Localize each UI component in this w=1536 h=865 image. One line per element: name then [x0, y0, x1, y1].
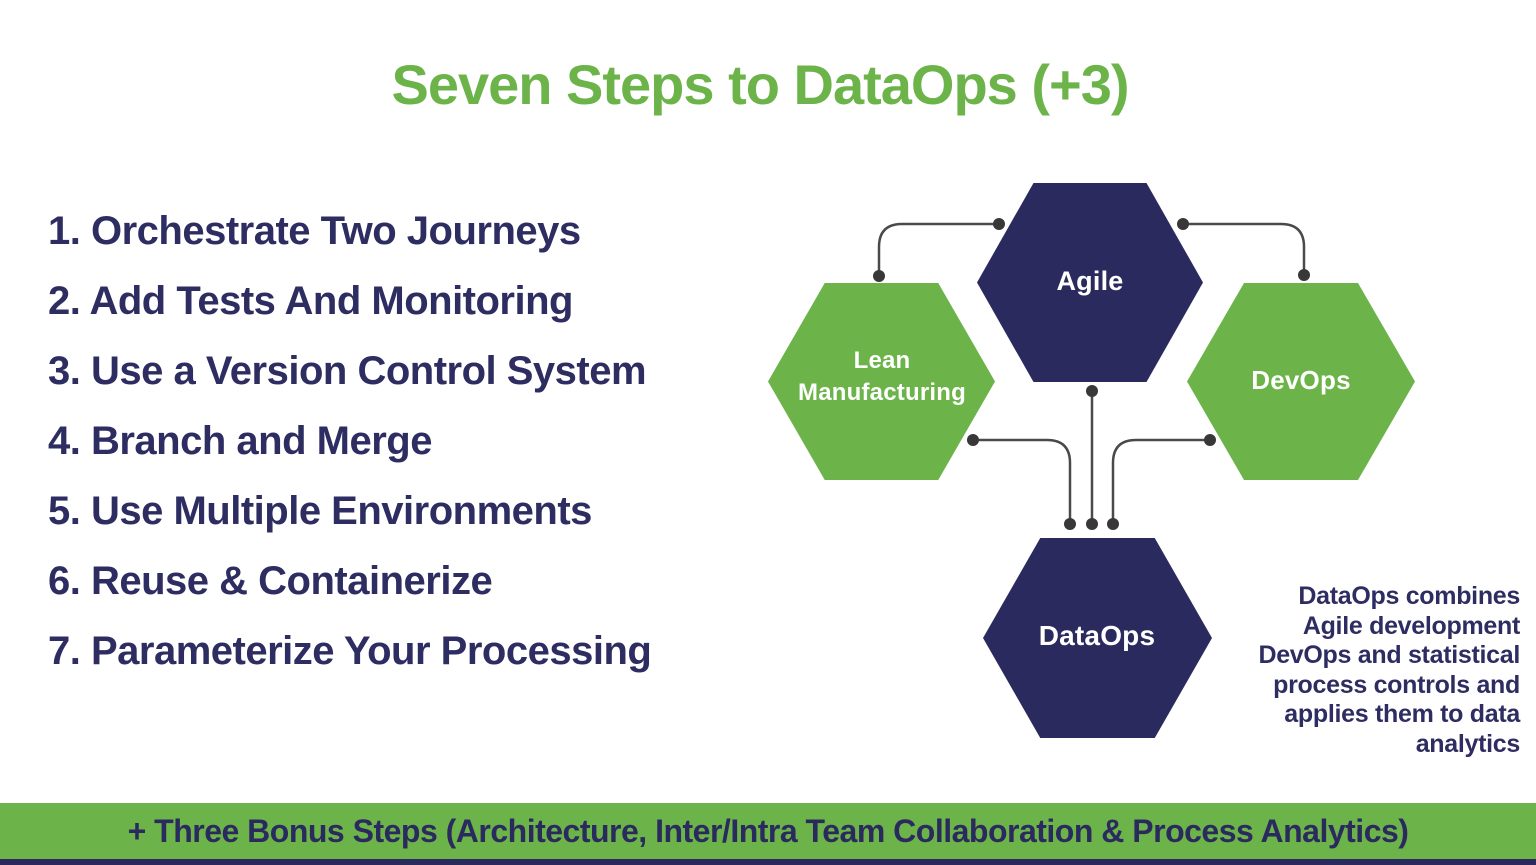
connector-lines — [877, 222, 1306, 524]
step-item-2: 2. Add Tests And Monitoring — [48, 279, 573, 323]
caption-line: analytics — [1415, 729, 1521, 758]
connector-dot — [1107, 518, 1119, 530]
connector-lean-dataops — [973, 438, 1072, 524]
connector-dot — [1086, 518, 1098, 530]
hexagon-label-devops: DevOps — [1251, 365, 1351, 395]
caption-line: applies them to data — [1284, 700, 1520, 728]
connector-dot — [1298, 269, 1310, 281]
hexagon-dataops — [983, 538, 1212, 738]
caption-line: Agile development — [1302, 611, 1520, 640]
hexagon-label-dataops: DataOps — [1038, 620, 1156, 651]
bonus-steps-bar: + Three Bonus Steps (Architecture, Inter… — [0, 803, 1536, 859]
caption-line: DataOps combines — [1298, 582, 1520, 610]
step-item-7: 7. Parameterize Your Processing — [48, 629, 652, 673]
dataops-caption: DataOps combines Agile development DevOp… — [1200, 582, 1520, 759]
connector-dot — [967, 434, 979, 446]
connector-dot — [993, 218, 1005, 230]
connector-dot — [1086, 385, 1098, 397]
connector-dot — [873, 270, 885, 282]
step-item-1: 1. Orchestrate Two Journeys — [48, 209, 581, 253]
caption-line: process controls and — [1273, 670, 1520, 699]
connector-dot — [1204, 434, 1216, 446]
connector-devops-dataops — [1111, 438, 1210, 524]
hexagon-devops — [1187, 283, 1415, 480]
connector-agile-devops — [1183, 222, 1306, 275]
connector-dots — [873, 218, 1310, 530]
connector-dot — [1177, 218, 1189, 230]
page-title: Seven Steps to DataOps (+3) — [391, 53, 1129, 116]
hexagon-label-agile: Agile — [1056, 266, 1124, 296]
bottom-edge-strip — [0, 859, 1536, 865]
hexagon-label-lean: Lean Manufacturing — [798, 347, 966, 406]
caption-line: DevOps and statistical — [1258, 641, 1520, 669]
connector-agile-lean — [877, 222, 999, 276]
hexagon-lean-manufacturing — [768, 283, 995, 480]
steps-list: 1. Orchestrate Two Journeys 2. Add Tests… — [48, 196, 748, 686]
connector-dot — [1064, 518, 1076, 530]
bonus-steps-text: + Three Bonus Steps (Architecture, Inter… — [127, 812, 1409, 849]
hexagon-agile — [977, 183, 1203, 382]
step-item-4: 4. Branch and Merge — [48, 419, 432, 463]
step-item-6: 6. Reuse & Containerize — [48, 559, 493, 603]
step-item-3: 3. Use a Version Control System — [48, 349, 647, 393]
step-item-5: 5. Use Multiple Environments — [48, 489, 592, 533]
